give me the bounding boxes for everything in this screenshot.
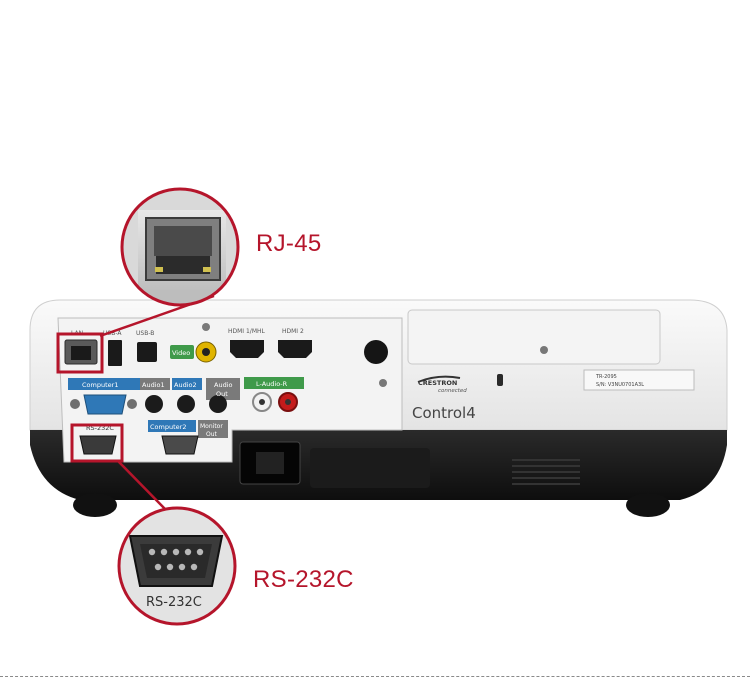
audio-out-label-1: Audio xyxy=(214,381,232,389)
terminal-panel: LAN USB-A USB-B Video HDMI 1/MHL HDMI 2 … xyxy=(57,317,403,463)
rs232c-connector-line xyxy=(117,460,167,511)
computer1-label: Computer1 xyxy=(82,381,118,389)
foot-left xyxy=(73,493,117,517)
serial-sticker xyxy=(583,369,695,391)
video-label: Video xyxy=(172,349,190,357)
rj45-callout-label: RJ-45 xyxy=(256,230,322,257)
panel-knob xyxy=(364,340,388,364)
svg-text:connected: connected xyxy=(438,388,467,394)
bottom-dashed-divider xyxy=(0,676,750,677)
foot-right xyxy=(626,493,670,517)
audio1-port xyxy=(145,395,163,413)
svg-text:CRESTRON: CRESTRON xyxy=(418,379,457,387)
rs232c-label: RS-232C xyxy=(86,424,114,432)
hdmi1-port xyxy=(230,340,264,358)
audio-out-label-2: Out xyxy=(216,390,228,398)
lock-slot xyxy=(497,374,503,386)
vent-grille xyxy=(512,459,580,485)
usb-b-port xyxy=(137,342,157,362)
rs232c-callout-label: RS-232C xyxy=(253,566,354,593)
rs232c-highlight-box xyxy=(70,423,124,463)
sticker-line2: S/N: V3NU0701A3L xyxy=(596,382,644,388)
sticker-line1: TR-2095 xyxy=(595,374,617,380)
audio2-port xyxy=(177,395,195,413)
computer2-port xyxy=(161,435,199,455)
audio2-label: Audio2 xyxy=(174,381,197,389)
monitor-out-label-2: Out xyxy=(206,431,218,438)
hdmi2-port xyxy=(278,340,312,358)
control4-logo: Control4 xyxy=(412,404,476,422)
rs232c-zoom-circle: RS-232C xyxy=(117,506,237,626)
usb-a-port xyxy=(108,340,122,366)
usb-a-label: USB-A xyxy=(103,330,122,337)
monitor-out-label-1: Monitor xyxy=(200,423,223,430)
rs232c-zoom-label: RS-232C xyxy=(146,595,202,610)
rs232c-port xyxy=(79,435,117,455)
hdmi1-label: HDMI 1/MHL xyxy=(228,328,266,335)
crestron-logo: CRESTRON connected xyxy=(417,375,467,394)
video-label-box xyxy=(170,345,194,359)
computer1-port xyxy=(83,394,127,415)
hdmi2-label: HDMI 2 xyxy=(282,328,304,335)
audio-out-port xyxy=(209,395,227,413)
lan-highlight-box xyxy=(56,332,104,374)
rj45-zoom-circle xyxy=(120,187,240,307)
l-audio-r-label: L-Audio-R xyxy=(256,380,288,388)
cover-panel: TR-2095 S/N: V3NU0701A3L CRESTRON connec… xyxy=(407,309,695,422)
usb-b-label: USB-B xyxy=(136,330,154,337)
computer2-label: Computer2 xyxy=(150,423,186,431)
audio1-label: Audio1 xyxy=(142,381,165,389)
